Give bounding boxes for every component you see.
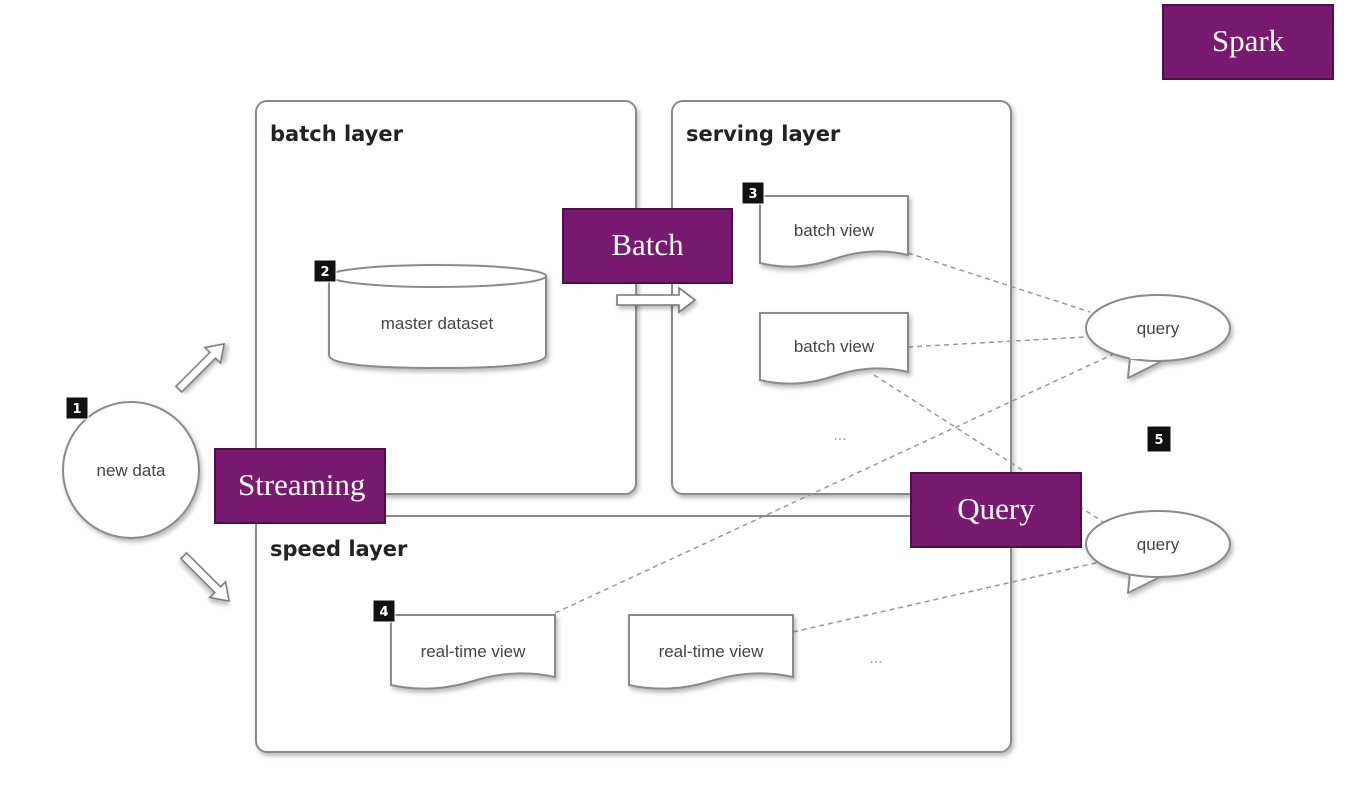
arrow-right-icon <box>616 286 697 314</box>
new-data-label: new data <box>97 461 167 480</box>
database-cylinder-icon <box>328 264 547 370</box>
realtime-view-2-label: real-time view <box>659 642 765 661</box>
arrow-down-right-icon <box>179 551 231 603</box>
batch-layer-title: batch layer <box>270 122 404 146</box>
speech-bubble-icon <box>1085 510 1231 594</box>
spark-tag: Spark <box>1162 4 1334 80</box>
realtime-view-2-shape <box>628 614 794 690</box>
svg-text:1: 1 <box>72 402 81 417</box>
badge-4: 4 <box>372 599 396 623</box>
svg-text:5: 5 <box>1154 433 1163 448</box>
streaming-tag: Streaming <box>214 448 386 524</box>
batch-view-2-shape <box>759 312 909 385</box>
master-dataset-label: master dataset <box>381 314 494 333</box>
badge-1: 1 <box>65 396 89 420</box>
arrow-up-right-icon <box>174 342 226 394</box>
query-tag: Query <box>910 472 1082 548</box>
batch-view-2-label: batch view <box>794 337 875 356</box>
speed-layer-title: speed layer <box>270 537 408 561</box>
realtime-view-1-label: real-time view <box>421 642 527 661</box>
badge-5: 5 <box>1146 425 1172 453</box>
query-1-label: query <box>1137 319 1180 338</box>
speed-more-indicator: ... <box>869 651 882 667</box>
svg-text:4: 4 <box>379 605 388 620</box>
query-connections <box>554 252 1119 633</box>
svg-text:3: 3 <box>748 187 757 202</box>
serving-more-indicator: ... <box>833 428 846 444</box>
badge-3: 3 <box>741 181 765 205</box>
new-data-node <box>62 401 200 539</box>
badge-2: 2 <box>313 259 337 283</box>
svg-text:2: 2 <box>320 265 329 280</box>
batch-view-1-shape <box>759 195 909 268</box>
serving-layer-title: serving layer <box>686 122 841 146</box>
batch-tag: Batch <box>562 208 733 284</box>
query-2-label: query <box>1137 535 1180 554</box>
batch-view-1-label: batch view <box>794 221 875 240</box>
speech-bubble-icon <box>1085 294 1231 379</box>
realtime-view-1-shape <box>390 614 556 690</box>
